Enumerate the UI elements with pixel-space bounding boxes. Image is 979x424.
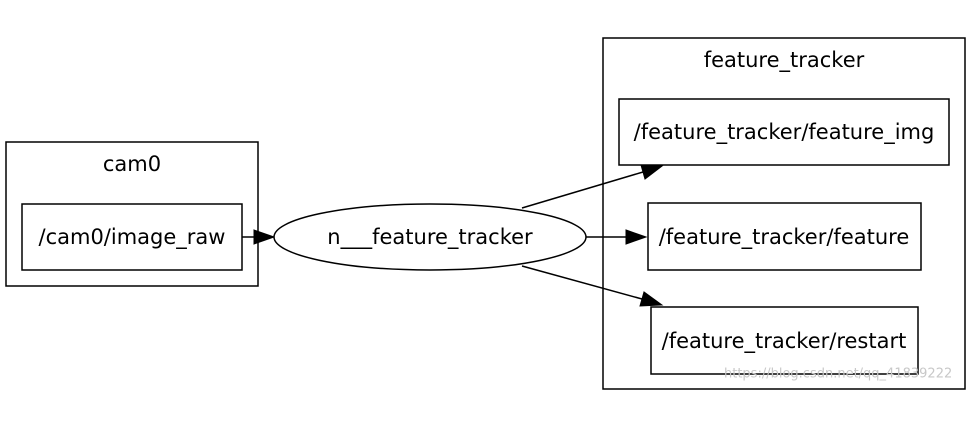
node-feature[interactable]: /feature_tracker/feature bbox=[647, 202, 922, 271]
node-image-raw-label: /cam0/image_raw bbox=[39, 225, 226, 250]
node-feature-img-box bbox=[618, 98, 950, 166]
node-feature-img[interactable]: /feature_tracker/feature_img bbox=[618, 98, 950, 166]
node-restart[interactable]: /feature_tracker/restart bbox=[650, 306, 919, 375]
node-feature-tracker[interactable]: n___feature_tracker bbox=[273, 203, 587, 271]
edge-image-raw-arrowhead bbox=[253, 229, 276, 245]
edge-node-to-feature-img bbox=[521, 171, 644, 209]
watermark-text: https://blog.csdn.net/qq_41839222 bbox=[724, 367, 952, 382]
node-feature-img-label: /feature_tracker/feature_img bbox=[634, 120, 935, 145]
node-restart-label: /feature_tracker/restart bbox=[662, 329, 907, 354]
edges bbox=[242, 164, 664, 307]
node-feature-label: /feature_tracker/feature bbox=[659, 225, 910, 250]
cluster-feature-tracker-label: feature_tracker bbox=[704, 48, 865, 73]
node-restart-box bbox=[650, 306, 919, 375]
edge-restart-arrowhead bbox=[639, 291, 664, 307]
node-feature-tracker-label: n___feature_tracker bbox=[327, 225, 533, 250]
edge-feature-arrowhead bbox=[625, 229, 648, 245]
edge-node-to-restart bbox=[521, 265, 643, 300]
node-feature-box bbox=[647, 202, 922, 271]
node-feature-tracker-ellipse bbox=[273, 203, 587, 271]
node-image-raw-box bbox=[21, 203, 243, 271]
node-image-raw[interactable]: /cam0/image_raw bbox=[21, 203, 243, 271]
cluster-cam0-label: cam0 bbox=[103, 152, 161, 176]
